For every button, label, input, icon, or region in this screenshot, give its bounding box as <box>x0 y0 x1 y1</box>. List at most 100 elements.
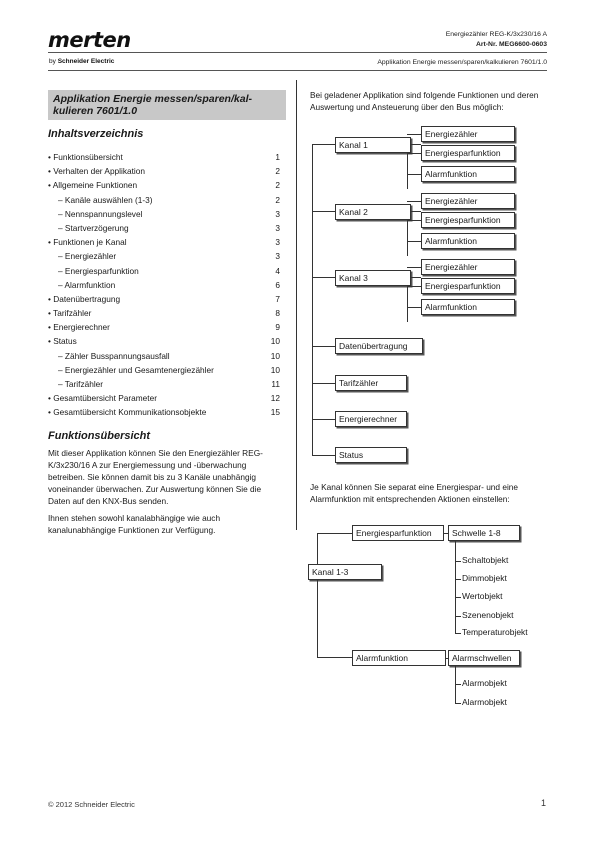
d2-line <box>317 580 318 657</box>
toc-entry-page: 2 <box>275 180 280 191</box>
d2-line <box>317 533 353 534</box>
tree-branch <box>312 419 335 420</box>
tree-branch <box>407 201 421 202</box>
toc-entry-page: 10 <box>270 350 280 361</box>
tree-branch <box>407 153 408 189</box>
tree-branch <box>411 211 421 212</box>
tree-branch <box>407 174 421 175</box>
d2-line <box>455 633 461 634</box>
saving-function-box: Energiesparfunktion <box>352 525 444 541</box>
action-object: Szenenobjekt <box>462 610 514 620</box>
toc-entry: – Tarifzähler 11 <box>48 377 282 391</box>
d2-line <box>444 533 448 534</box>
merten-logo: merten <box>48 28 131 52</box>
page-number: 1 <box>541 798 547 808</box>
toc-entry: • Allgemeine Funktionen 2 <box>48 178 282 192</box>
tree-branch <box>411 277 421 278</box>
toc-entry: – Kanäle auswählen (1-3)2 <box>48 193 282 207</box>
toc-entry: • Funktionsübersicht 1 <box>48 150 282 164</box>
toc-entry-title: • Funktionen je Kanal <box>48 237 127 248</box>
toc-entry-page: 1 <box>275 152 280 162</box>
overview-paragraph-2: Ihnen stehen sowohl kanalabhängige wie a… <box>48 513 221 535</box>
overview-text: Mit dieser Applikation können Sie den En… <box>48 447 284 541</box>
action-object: Dimmobjekt <box>462 573 507 583</box>
function-box: Alarmfunktion <box>421 233 515 249</box>
toc-entry-title: – Kanäle auswählen (1-3) <box>58 194 153 205</box>
toc-entry-page: 8 <box>275 308 280 319</box>
threshold-box: Schwelle 1-8 <box>448 525 520 541</box>
d2-line <box>455 579 461 580</box>
channel-box: Kanal 1 <box>335 137 411 153</box>
toc-entry-title: • Funktionsübersicht <box>48 152 123 162</box>
d2-object-trunk <box>455 541 456 633</box>
byline: by Schneider Electric <box>49 58 115 65</box>
toc-entry-page: 12 <box>270 393 280 404</box>
tree-branch <box>312 455 335 456</box>
function-box: Energiesparfunktion <box>421 212 515 228</box>
function-box: Tarifzähler <box>335 375 407 391</box>
function-box: Energiesparfunktion <box>421 278 515 294</box>
toc-entry-page: 11 <box>271 379 280 389</box>
tree-branch <box>407 220 421 221</box>
tree-branch <box>407 286 421 287</box>
function-box: Alarmfunktion <box>421 299 515 315</box>
function-box: Energiesparfunktion <box>421 145 515 161</box>
column-divider <box>296 80 297 530</box>
header-article: Art-Nr. MEG6600-0603 <box>475 41 547 48</box>
overview-heading: Funktionsübersicht <box>48 430 151 442</box>
d2-line <box>455 597 461 598</box>
toc-entry-page: 15 <box>270 407 280 418</box>
toc-entry-title: – Nennspannungslevel <box>58 208 143 219</box>
footer-copyright: © 2012 Schneider Electric <box>48 800 135 809</box>
tree-branch <box>407 267 421 268</box>
tree-branch <box>312 211 335 212</box>
tree-branch <box>407 307 421 308</box>
toc-heading: Inhaltsverzeichnis <box>48 128 144 140</box>
toc-entry-page: 2 <box>275 166 280 177</box>
toc-entry-page: 3 <box>275 222 280 233</box>
channel-box: Kanal 3 <box>335 270 411 286</box>
toc-entry-title: – Tarifzähler <box>58 379 104 389</box>
header-product: Energiezähler REG-K/3x230/16 A <box>445 31 547 38</box>
function-box: Alarmfunktion <box>421 166 515 182</box>
function-box: Datenübertragung <box>335 338 423 354</box>
header-rule-2 <box>48 70 547 71</box>
toc-entry-title: – Energiezähler <box>58 251 117 262</box>
toc-entry-title: – Energiezähler und Gesamtenergiezähler <box>58 364 214 375</box>
tree-branch <box>407 220 408 256</box>
header-application: Applikation Energie messen/sparen/kalkul… <box>377 59 547 66</box>
channel-box: Kanal 1-3 <box>308 564 382 580</box>
alarm-object: Alarmobjekt <box>462 697 507 707</box>
toc-entry-title: – Startverzögerung <box>58 222 129 233</box>
toc-entry-title: • Datenübertragung <box>48 293 121 304</box>
right-intro: Bei geladener Applikation sind folgende … <box>310 90 539 112</box>
channel-box: Kanal 2 <box>335 204 411 220</box>
function-box: Energiezähler <box>421 259 515 275</box>
tree-branch <box>407 134 421 135</box>
toc-entry-title: – Alarmfunktion <box>58 279 116 290</box>
tree-branch <box>312 346 335 347</box>
toc-entry-title: • Status <box>48 336 77 347</box>
alarm-thresholds-box: Alarmschwellen <box>448 650 520 666</box>
d2-line <box>455 616 461 617</box>
toc-entry-title: • Allgemeine Funktionen <box>48 180 138 191</box>
toc-entry-title: – Zähler Busspannungsausfall <box>58 350 170 361</box>
toc-entry-page: 4 <box>275 265 280 276</box>
tree-branch <box>411 144 421 145</box>
function-box: Status <box>335 447 407 463</box>
overview-paragraph-1: Mit dieser Applikation können Sie den En… <box>48 448 263 506</box>
action-object: Schaltobjekt <box>462 555 509 565</box>
tree-branch <box>407 153 421 154</box>
